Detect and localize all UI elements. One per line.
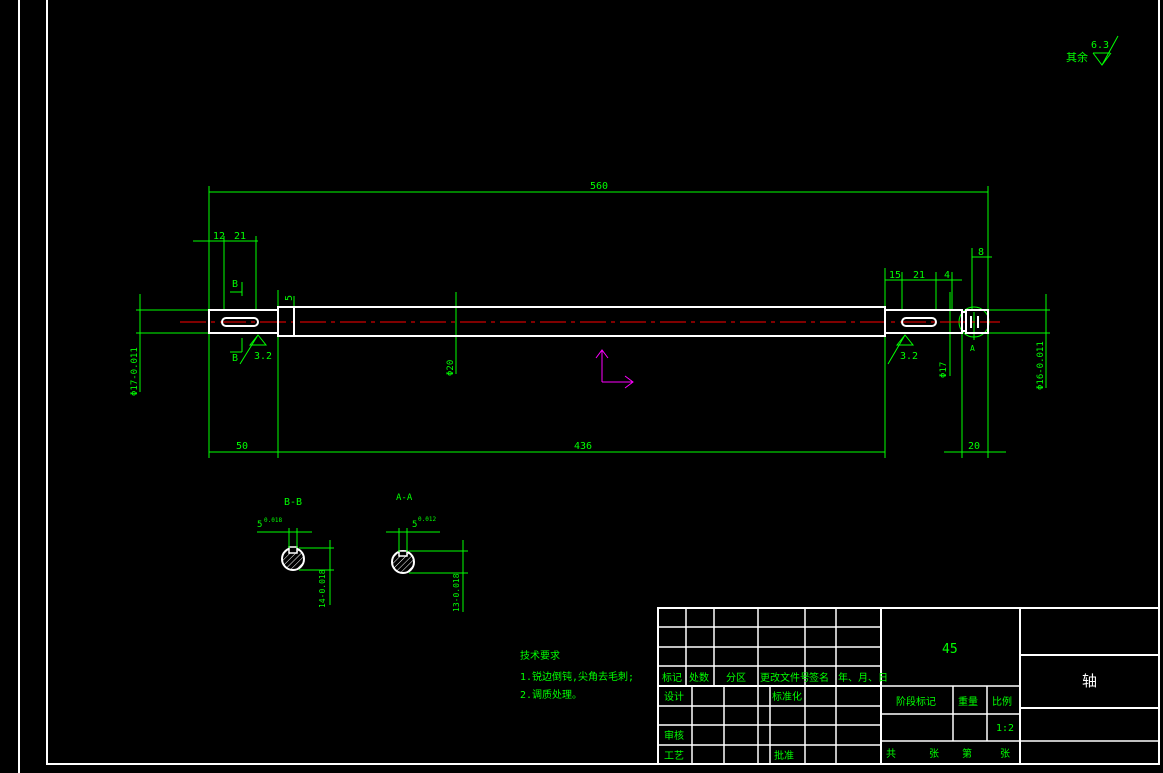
label-process: 工艺 xyxy=(664,750,684,762)
title-block-texts: 45 轴 标记 处数 分区 更改文件号 签名 年、月、日 设计 标准化 审核 工… xyxy=(662,642,1097,762)
dim-right-groove: 4 xyxy=(944,270,950,281)
keyway-left xyxy=(221,317,259,327)
dimension-lines xyxy=(136,186,1050,458)
dim-left-step: 12 xyxy=(213,231,225,242)
label-scale: 比例 xyxy=(992,695,1012,708)
material: 45 xyxy=(942,642,958,657)
keyway-right xyxy=(901,317,937,327)
section-bb-tol-w-dev: 0.018 xyxy=(264,517,282,524)
keyways xyxy=(221,316,979,328)
section-mark-b-top: B xyxy=(232,279,238,290)
dim-right-end: 8 xyxy=(978,247,984,258)
dim-right-step: 15 xyxy=(889,270,901,281)
roughness-note-value: 6.3 xyxy=(1091,40,1109,51)
label-sheet-unit2: 张 xyxy=(1000,748,1010,760)
section-aa-title: A-A xyxy=(396,493,413,503)
label-sheet-unit: 张 xyxy=(929,748,939,760)
tech-requirements: 技术要求 1.锐边倒钝,尖角去毛刺; 2.调质处理。 xyxy=(520,649,634,701)
roughness-right-icon xyxy=(887,334,915,365)
header-signature: 签名 xyxy=(809,671,829,684)
dimension-texts: 560 12 21 15 21 4 8 5 50 436 20 Φ17-0.01… xyxy=(130,181,1046,452)
rough-right-value: 3.2 xyxy=(900,351,918,362)
dim-total-length: 560 xyxy=(590,181,608,192)
tech-req-item-2: 2.调质处理。 xyxy=(520,689,582,701)
dim-dia-right-end: Φ16-0.011 xyxy=(1036,341,1046,390)
section-mark-b-bottom: B xyxy=(232,353,238,364)
label-design: 设计 xyxy=(664,690,684,703)
label-sheets-total: 共 xyxy=(886,748,896,760)
section-aa-tol-h: 13-0.018 xyxy=(452,573,461,612)
section-aa-tol-w: 5 xyxy=(412,520,417,530)
scale-value: 1:2 xyxy=(996,723,1014,734)
roughness-note: 其余 6.3 xyxy=(1066,35,1119,66)
label-weight: 重量 xyxy=(958,695,978,708)
dim-dia-left: Φ17-0.011 xyxy=(130,347,140,396)
roughness-symbol-icon xyxy=(1092,35,1119,66)
dim-dia-mid: Φ20 xyxy=(446,360,456,376)
roughness-left-icon xyxy=(239,334,268,365)
section-bb-tol-w: 5 xyxy=(257,520,262,530)
label-check: 审核 xyxy=(664,729,684,742)
tech-req-item-1: 1.锐边倒钝,尖角去毛刺; xyxy=(520,670,634,683)
ucs-icon xyxy=(595,349,634,389)
title-block xyxy=(657,607,1160,765)
header-date: 年、月、日 xyxy=(838,671,888,684)
rough-left-value: 3.2 xyxy=(254,351,272,362)
part-name: 轴 xyxy=(1082,672,1097,690)
section-mark-a: A xyxy=(970,344,975,353)
dim-dia-right-shoulder: Φ17 xyxy=(939,362,949,378)
drawing-frame xyxy=(18,0,1160,773)
label-stage-mark: 阶段标记 xyxy=(896,695,936,708)
dim-right-len: 20 xyxy=(968,441,980,452)
roughness-symbols xyxy=(239,334,915,365)
header-doc-no: 更改文件号 xyxy=(760,671,810,684)
roughness-note-label: 其余 xyxy=(1066,50,1088,64)
shaft-outline xyxy=(208,306,989,337)
section-bb-title: B-B xyxy=(284,497,302,508)
header-zone: 分区 xyxy=(726,672,746,684)
section-aa-tol-w-dev: 0.012 xyxy=(418,516,436,523)
label-approve: 批准 xyxy=(774,749,794,762)
label-sheet-no: 第 xyxy=(962,747,972,760)
tech-req-title: 技术要求 xyxy=(520,649,560,662)
header-mark: 标记 xyxy=(662,672,682,684)
section-bb-tol-h: 14-0.018 xyxy=(318,569,327,608)
label-standardize: 标准化 xyxy=(772,690,802,703)
dim-mid-len: 436 xyxy=(574,441,592,452)
dim-left-len: 50 xyxy=(236,441,248,452)
dim-small-5: 5 xyxy=(284,295,295,301)
section-view-aa: A-A 5 0.012 13-0.018 xyxy=(386,493,468,612)
section-view-bb: B-B 5 0.018 14-0.018 xyxy=(257,497,334,608)
dim-left-key-len: 21 xyxy=(234,231,246,242)
dim-right-key-len: 21 xyxy=(913,270,925,281)
header-count: 处数 xyxy=(689,671,709,684)
